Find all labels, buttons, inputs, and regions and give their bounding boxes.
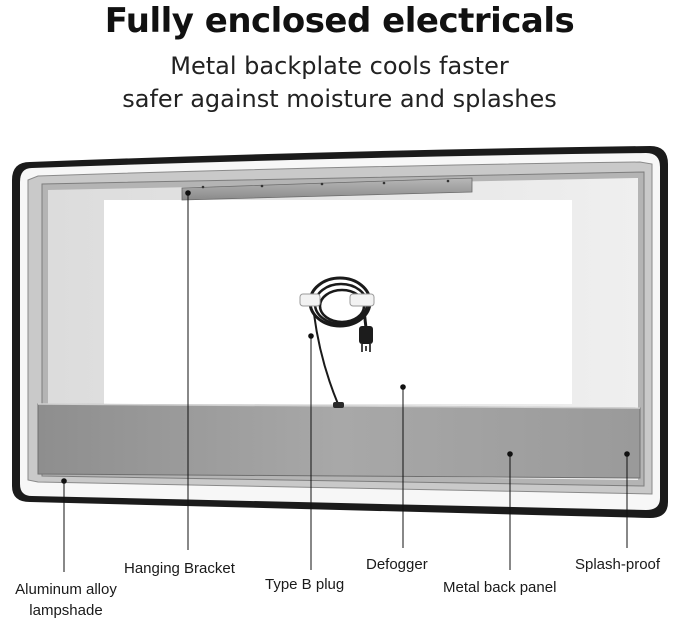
label-splash-proof: Splash-proof	[575, 556, 661, 573]
cable-clip-left	[299, 293, 321, 307]
hanging-bracket	[181, 177, 473, 201]
label-type-b-plug: Type B plug	[265, 576, 345, 593]
cable-clip-right	[349, 293, 375, 307]
callout-dots	[61, 190, 630, 484]
label-metal-back-panel: Metal back panel	[443, 579, 557, 596]
defogger-pad	[104, 200, 572, 404]
page-title: Fully enclosed electricals	[104, 1, 575, 41]
label-aluminum-line2: lampshade	[29, 602, 103, 619]
label-defogger: Defogger	[366, 556, 428, 573]
subtitle-line-2: safer against moisture and splashes	[122, 85, 557, 113]
callout-lines	[63, 193, 628, 572]
metal-back-panel	[37, 403, 641, 479]
label-aluminum-line1: Aluminum alloy	[15, 581, 117, 598]
type-b-plug-icon	[359, 326, 373, 352]
label-hanging-bracket: Hanging Bracket	[124, 560, 235, 577]
subtitle-line-1: Metal backplate cools faster	[170, 52, 509, 80]
